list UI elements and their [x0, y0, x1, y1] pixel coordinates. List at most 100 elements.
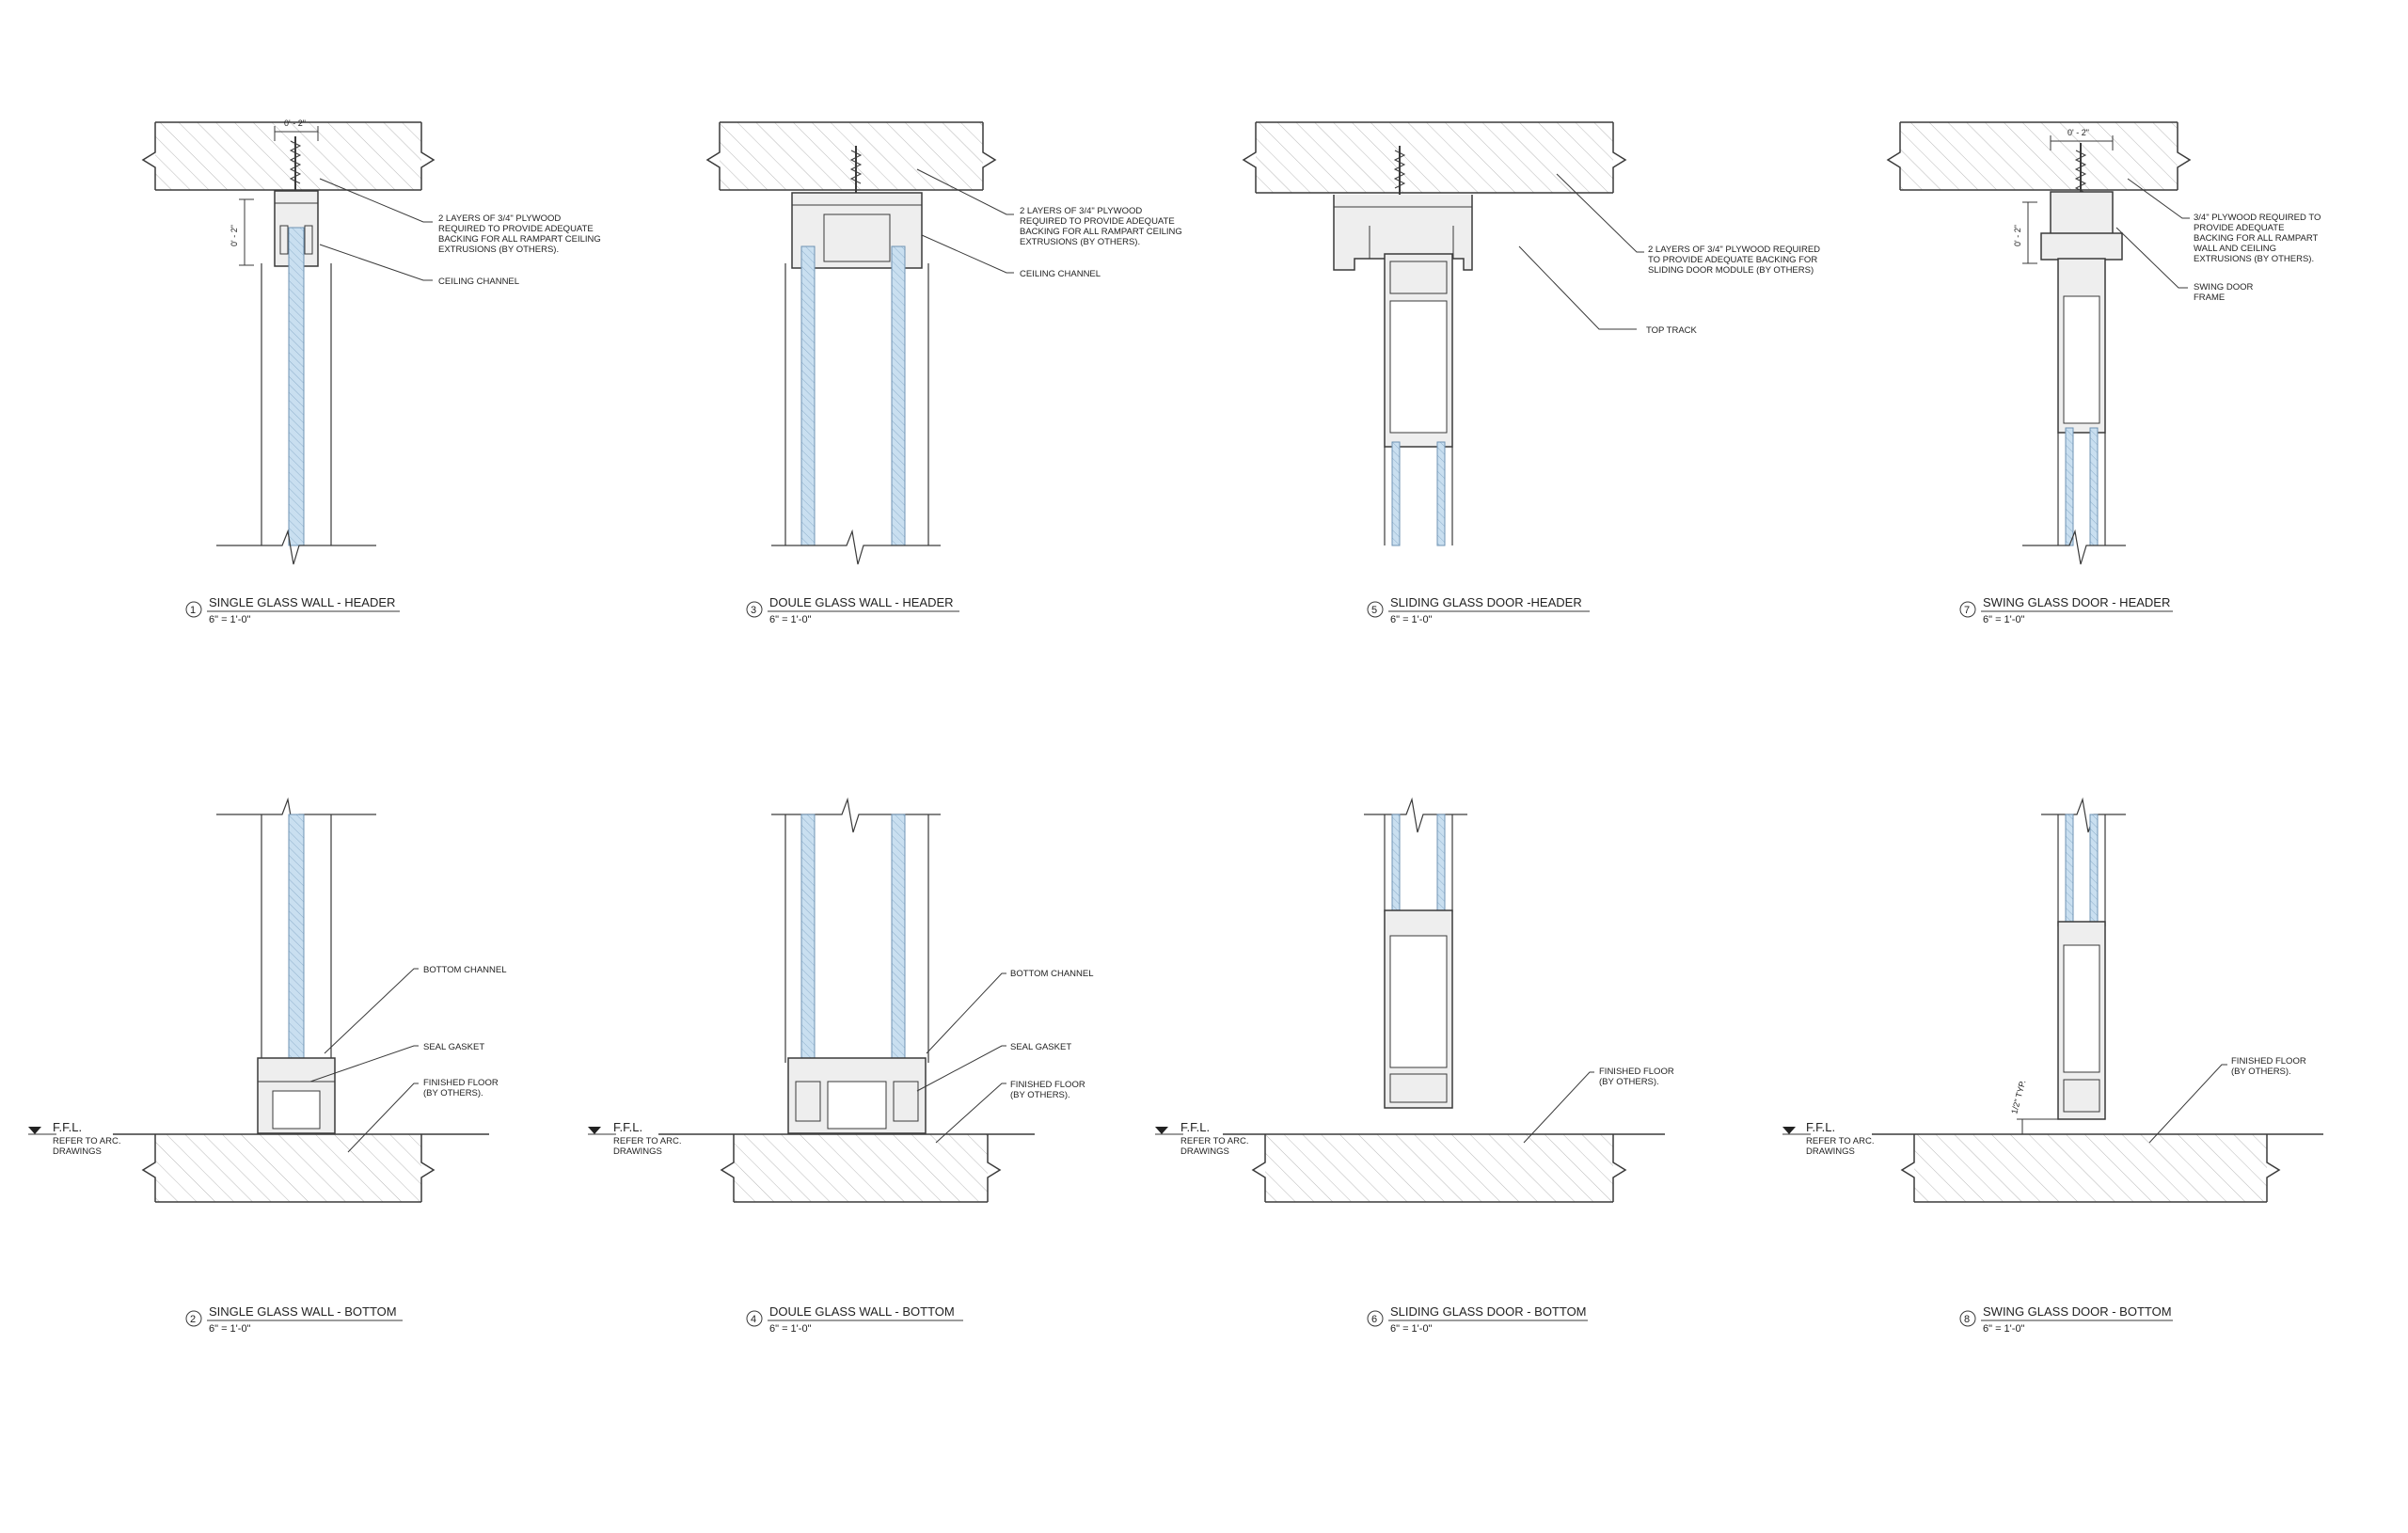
detail-title: SINGLE GLASS WALL - HEADER	[209, 595, 395, 609]
leader-1: FINISHED FLOOR (BY OTHERS).	[1523, 1067, 1676, 1144]
note-seal-gasket: SEAL GASKET	[423, 1042, 484, 1052]
detail-scale: 6" = 1'-0"	[1390, 1323, 1433, 1335]
detail-title-block: 8 SWING GLASS DOOR - BOTTOM 6" = 1'-0"	[1959, 1304, 2173, 1335]
bottom-channel	[257, 1057, 336, 1134]
leader-1: 2 LAYERS OF 3/4" PLYWOOD REQUIRED TO PRO…	[319, 178, 603, 255]
leader-2: CEILING CHANNEL	[319, 244, 519, 287]
detail-title: SWING GLASS DOOR - BOTTOM	[1983, 1304, 2172, 1319]
glass-panel	[1391, 814, 1401, 919]
detail-number: 2	[190, 1314, 196, 1325]
dim-label: 0' - 2"	[284, 119, 306, 128]
note-ceiling-channel: CEILING CHANNEL	[1020, 269, 1101, 279]
bottom-channel	[787, 1057, 927, 1134]
ceiling-slab	[141, 121, 436, 191]
leader-1: 2 LAYERS OF 3/4" PLYWOOD REQUIRED TO PRO…	[1556, 173, 1820, 276]
detail-number: 8	[1964, 1314, 1970, 1325]
detail-8: 1/2" TYP. F.F.L. REFER TO ARC. DRAWINGS …	[1782, 797, 2323, 1335]
floor-slab	[1223, 1133, 1665, 1203]
ceiling-slab	[705, 121, 997, 191]
ffl-ref: REFER TO ARC.	[1180, 1136, 1249, 1146]
dim-label: 1/2" TYP.	[2009, 1079, 2027, 1114]
dim-horizontal: 0' - 2"	[274, 119, 319, 141]
glass-panel	[1436, 441, 1446, 546]
detail-number: 7	[1964, 605, 1970, 616]
dim-label: 0' - 2"	[2013, 225, 2022, 246]
leader-2: TOP TRACK	[1518, 245, 1698, 336]
dim-label: 0' - 2"	[230, 225, 239, 246]
leader-1: FINISHED FLOOR (BY OTHERS).	[2148, 1056, 2308, 1144]
ffl-marker: F.F.L. REFER TO ARC. DRAWINGS	[1155, 1120, 1249, 1157]
detail-title: SINGLE GLASS WALL - BOTTOM	[209, 1304, 397, 1319]
glass-panel	[1391, 441, 1401, 546]
detail-title: SLIDING GLASS DOOR - BOTTOM	[1390, 1304, 1587, 1319]
leader-1: 3/4" PLYWOOD REQUIRED TO PROVIDE ADEQUAT…	[2127, 178, 2321, 264]
note-plywood: 2 LAYERS OF 3/4" PLYWOOD REQUIRED TO PRO…	[438, 213, 603, 255]
glass-panel	[2065, 814, 2074, 926]
detail-number: 4	[751, 1314, 756, 1325]
ffl-label: F.F.L.	[1806, 1120, 1835, 1134]
glass-panel	[288, 814, 305, 1088]
detail-6: F.F.L. REFER TO ARC. DRAWINGS FINISHED F…	[1155, 797, 1676, 1335]
note-swing-door-frame: SWING DOOR FRAME	[2194, 282, 2256, 303]
leader-2: SWING DOOR FRAME	[2115, 227, 2256, 303]
note-finished-floor: FINISHED FLOOR (BY OTHERS).	[2231, 1056, 2308, 1077]
note-bottom-channel: BOTTOM CHANNEL	[423, 965, 507, 975]
note-ceiling-channel: CEILING CHANNEL	[438, 277, 519, 287]
glass-panel	[891, 814, 906, 1083]
detail-1: 0' - 2" 0' - 2" 2 LAYERS OF 3/4" PLYWOOD…	[141, 119, 603, 625]
glass-panel	[800, 814, 816, 1083]
detail-title-block: 6 SLIDING GLASS DOOR - BOTTOM 6" = 1'-0"	[1367, 1304, 1588, 1335]
detail-title-block: 7 SWING GLASS DOOR - HEADER 6" = 1'-0"	[1959, 595, 2173, 625]
ffl-label: F.F.L.	[613, 1120, 642, 1134]
detail-scale: 6" = 1'-0"	[1983, 1323, 2025, 1335]
ffl-marker: F.F.L. REFER TO ARC. DRAWINGS	[1782, 1120, 1875, 1157]
detail-title: DOULE GLASS WALL - BOTTOM	[769, 1304, 955, 1319]
note-top-track: TOP TRACK	[1646, 325, 1698, 336]
detail-scale: 6" = 1'-0"	[209, 614, 251, 625]
detail-title-block: 1 SINGLE GLASS WALL - HEADER 6" = 1'-0"	[185, 595, 400, 625]
floor-slab	[113, 1133, 489, 1203]
note-plywood: 2 LAYERS OF 3/4" PLYWOOD REQUIRED TO PRO…	[1020, 206, 1184, 247]
detail-3: 2 LAYERS OF 3/4" PLYWOOD REQUIRED TO PRO…	[705, 121, 1184, 625]
leader-1: BOTTOM CHANNEL	[926, 969, 1094, 1054]
detail-scale: 6" = 1'-0"	[769, 1323, 812, 1335]
detail-number: 6	[1371, 1314, 1377, 1325]
glass-panel	[800, 245, 816, 546]
note-finished-floor: FINISHED FLOOR (BY OTHERS).	[1599, 1067, 1676, 1087]
leader-3: FINISHED FLOOR (BY OTHERS).	[347, 1078, 499, 1153]
detail-title: DOULE GLASS WALL - HEADER	[769, 595, 954, 609]
detail-title-block: 4 DOULE GLASS WALL - BOTTOM 6" = 1'-0"	[746, 1304, 963, 1335]
ffl-ref: REFER TO ARC.	[1806, 1136, 1875, 1146]
dim-vertical: 0' - 2"	[2013, 201, 2037, 264]
glass-panel	[288, 227, 305, 546]
leader-1: BOTTOM CHANNEL	[324, 965, 507, 1054]
swing-door-frame	[2057, 921, 2106, 1120]
detail-scale: 6" = 1'-0"	[1390, 614, 1433, 625]
leader-3: FINISHED FLOOR (BY OTHERS).	[935, 1080, 1087, 1144]
ffl-ref: DRAWINGS	[1180, 1146, 1229, 1157]
ffl-label: F.F.L.	[53, 1120, 82, 1134]
door-frame	[1384, 909, 1453, 1109]
note-seal-gasket: SEAL GASKET	[1010, 1042, 1071, 1052]
glass-panel	[2089, 427, 2099, 546]
floor-slab	[1872, 1133, 2323, 1203]
ffl-label: F.F.L.	[1180, 1120, 1210, 1134]
dim-horizontal: 0' - 2"	[2050, 128, 2114, 150]
detail-title-block: 5 SLIDING GLASS DOOR -HEADER 6" = 1'-0"	[1367, 595, 1590, 625]
detail-title-block: 3 DOULE GLASS WALL - HEADER 6" = 1'-0"	[746, 595, 959, 625]
detail-number: 3	[751, 605, 756, 616]
leader-2: SEAL GASKET	[309, 1042, 484, 1083]
ceiling-slab	[1242, 121, 1627, 194]
detail-title: SWING GLASS DOOR - HEADER	[1983, 595, 2170, 609]
detail-title-block: 2 SINGLE GLASS WALL - BOTTOM 6" = 1'-0"	[185, 1304, 403, 1335]
detail-2: F.F.L. REFER TO ARC. DRAWINGS BOTTOM CHA…	[28, 797, 507, 1335]
ffl-marker: F.F.L. REFER TO ARC. DRAWINGS	[588, 1120, 682, 1157]
note-finished-floor: FINISHED FLOOR (BY OTHERS).	[1010, 1080, 1087, 1100]
glass-panel	[2089, 814, 2099, 926]
detail-7: 0' - 2" 0' - 2" 3/4" PLYWOOD REQUIRED TO…	[1886, 121, 2321, 625]
dim-gap: 1/2" TYP.	[2009, 1079, 2058, 1134]
ffl-ref: DRAWINGS	[613, 1146, 662, 1157]
detail-scale: 6" = 1'-0"	[1983, 614, 2025, 625]
glass-panel	[1436, 814, 1446, 919]
